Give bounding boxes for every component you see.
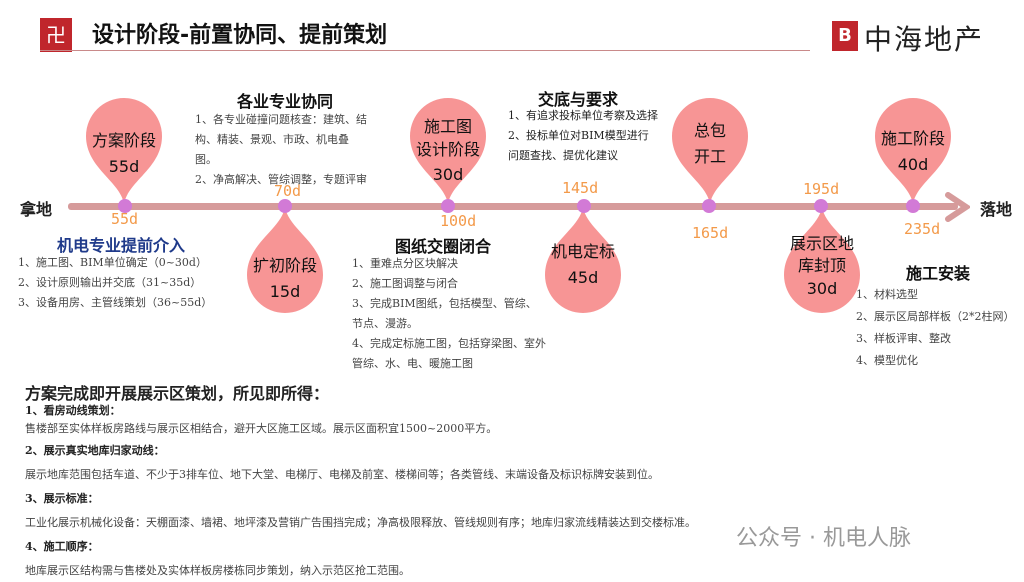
arrow-head-icon	[945, 192, 970, 222]
milestone-construction-drawing: 施工图 设计阶段 30d	[408, 96, 488, 206]
day-label: 165d	[692, 224, 729, 242]
milestone-dot	[441, 199, 455, 213]
handover-title: 交底与要求	[538, 90, 619, 109]
milestone-dot	[577, 199, 591, 213]
company-logo-mark: B	[832, 21, 858, 51]
milestone-dot	[906, 199, 920, 213]
timeline-line	[68, 203, 958, 210]
drawing-title: 图纸交圈闭合	[395, 237, 492, 256]
company-emblem-left: 卍	[40, 18, 72, 52]
watermark: 公众号 · 机电人脉	[736, 526, 911, 551]
milestone-dot	[118, 199, 132, 213]
showroom-planning-sections: 1、看房动线策划： 售楼部至实体样板房路线与展示区相结合，避开大区施工区域。展示…	[25, 404, 696, 577]
page-title: 设计阶段-前置协同、提前策划	[92, 23, 388, 48]
milestone-dot	[278, 199, 292, 213]
install-title: 施工安装	[906, 264, 971, 283]
day-label: 70d	[274, 182, 302, 200]
milestone-preliminary: 扩初阶段 15d	[245, 205, 325, 315]
milestone-dot	[702, 199, 716, 213]
collab-title: 各业专业协同	[237, 92, 334, 111]
milestone-mep-tender: 机电定标 45d	[543, 205, 623, 315]
mep-early-title: 机电专业提前介入	[57, 236, 186, 255]
day-label: 55d	[111, 210, 139, 228]
day-label: 100d	[440, 212, 477, 230]
milestone-construction: 施工阶段 40d	[873, 96, 953, 206]
timeline-end: 落地	[980, 200, 1013, 219]
milestone-scheme: 方案阶段 55d	[84, 96, 164, 206]
milestone-general-contractor-start: 总包 开工	[670, 96, 750, 206]
title-divider	[40, 50, 810, 51]
day-label: 235d	[904, 220, 941, 238]
collab-list: 1、各专业碰撞问题核查：建筑、结构、精装、景观、市政、机电叠图。2、净高解决、管…	[195, 113, 367, 186]
company-logo-text: 中海地产	[864, 23, 985, 56]
day-label: 195d	[803, 180, 840, 198]
timeline-start: 拿地	[20, 200, 53, 219]
day-label: 145d	[562, 179, 599, 197]
milestone-dot	[814, 199, 828, 213]
mep-early-list: 1、施工图、BIM单位确定（0~30d）2、设计原则输出并交底（31~35d）3…	[18, 256, 213, 309]
milestone-showroom-basement-topping: 展示区地 库封顶 30d	[782, 205, 862, 315]
showroom-planning-title: 方案完成即开展展示区策划，所见即所得：	[25, 384, 330, 403]
